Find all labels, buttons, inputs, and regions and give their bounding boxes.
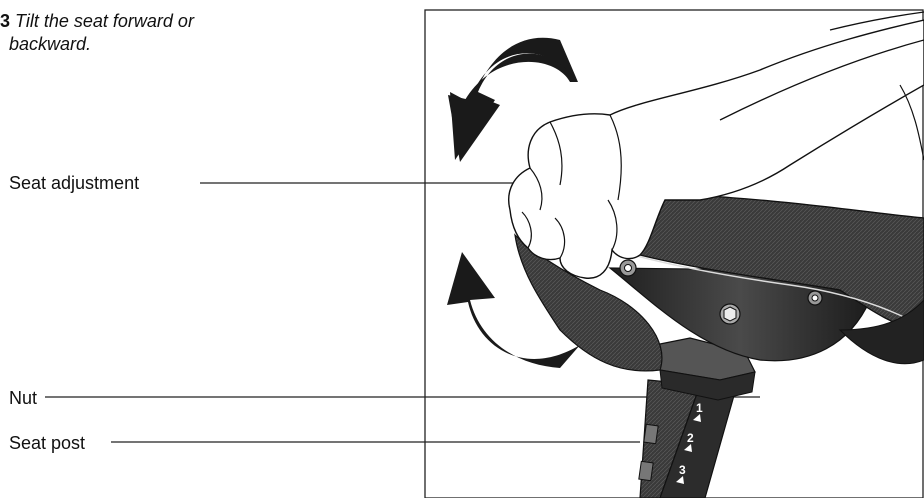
post-mark-3: 3 xyxy=(679,463,686,477)
post-mark-1: 1 xyxy=(696,401,703,415)
post-mark-2: 2 xyxy=(687,431,694,445)
